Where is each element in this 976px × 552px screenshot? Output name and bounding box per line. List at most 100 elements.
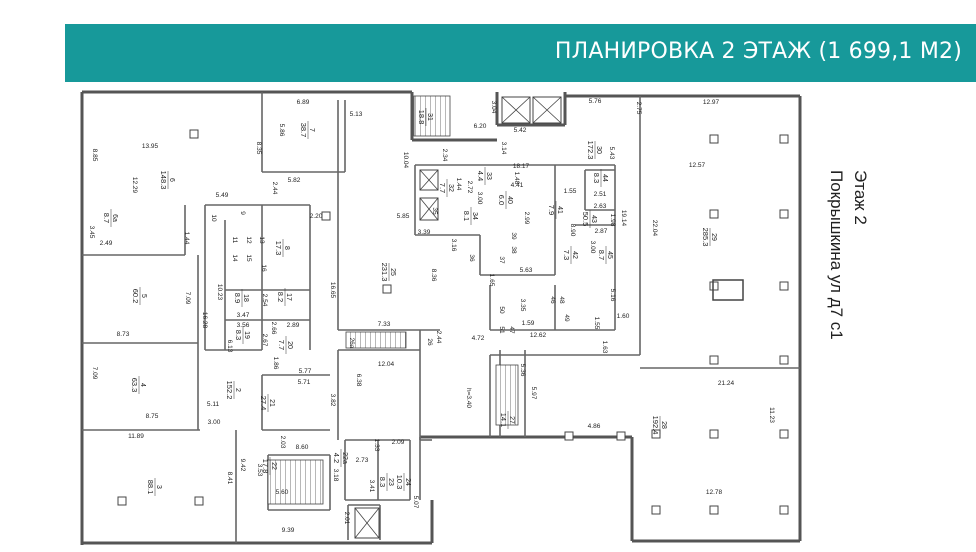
fixtures bbox=[117, 95, 789, 539]
room-area: 8.3 bbox=[234, 330, 243, 340]
dimension-label: 6.38 bbox=[355, 374, 362, 387]
elevator-shaft bbox=[532, 96, 562, 124]
room-number: 14 bbox=[231, 254, 238, 262]
dimension-label: 6.20 bbox=[474, 123, 487, 130]
room-number: 43 bbox=[590, 215, 597, 223]
dimension-label: 8.41 bbox=[226, 472, 233, 485]
dimension-label: 3.39 bbox=[418, 229, 431, 236]
room-number: 49 bbox=[563, 314, 570, 322]
room-number: 45 bbox=[606, 251, 613, 259]
column bbox=[779, 505, 789, 515]
column bbox=[194, 496, 204, 506]
room-number: 3 bbox=[155, 485, 162, 489]
dimension-label: 11.89 bbox=[128, 433, 144, 440]
dimension-label: 5.42 bbox=[514, 127, 527, 134]
dimension-label: 3.45 bbox=[88, 226, 95, 239]
dimension-label: 2.51 bbox=[594, 191, 607, 198]
room-number: 16 bbox=[260, 264, 267, 272]
column bbox=[709, 355, 719, 365]
room-number: 42 bbox=[571, 251, 578, 259]
room-number: 25 bbox=[389, 268, 396, 276]
dimension-label: 5.86 bbox=[278, 124, 285, 137]
room-number: 48 bbox=[558, 296, 565, 304]
column bbox=[382, 284, 392, 294]
room-number: 11 bbox=[231, 237, 238, 244]
room-label: 406.0 bbox=[497, 191, 513, 209]
room-number: 32 bbox=[447, 184, 454, 192]
room-number: 29 bbox=[710, 233, 717, 241]
room-label: 6а8.7 bbox=[102, 209, 118, 227]
column bbox=[779, 429, 789, 439]
room-number: 26а bbox=[348, 338, 355, 349]
dimension-label: 5.85 bbox=[397, 213, 410, 220]
dimension-label: 4.41 bbox=[511, 182, 524, 189]
room-area: 172.3 bbox=[586, 141, 595, 160]
room-label: 238.3 bbox=[378, 473, 394, 491]
room-label: 207.7 bbox=[277, 336, 293, 354]
room-number: 34 bbox=[471, 212, 478, 220]
dimension-label: 3.47 bbox=[237, 312, 250, 319]
dimension-label: 2.09 bbox=[392, 439, 405, 446]
staircase bbox=[495, 364, 519, 426]
dimension-label: 2.75 bbox=[635, 102, 642, 115]
dimension-label: 8.75 bbox=[146, 413, 159, 420]
column bbox=[321, 211, 331, 221]
room-label: 388.1 bbox=[146, 478, 162, 496]
dimension-label: 1.55 bbox=[593, 317, 600, 330]
room-number: 40 bbox=[506, 196, 513, 204]
dimension-label: 3.41 bbox=[368, 480, 375, 493]
dimension-label: 6.89 bbox=[297, 99, 310, 106]
room-number: 35 bbox=[431, 207, 438, 215]
room-number: 39 bbox=[510, 232, 517, 240]
dimension-label: 2.44 bbox=[435, 331, 442, 344]
dimension-label: 4.86 bbox=[588, 423, 601, 430]
room-number: 23 bbox=[387, 478, 394, 486]
dimension-label: 5.63 bbox=[520, 267, 533, 274]
dimension-label: 10.04 bbox=[402, 152, 409, 169]
room-area: 4.2 bbox=[332, 453, 341, 463]
dimension-label: 2.66 bbox=[270, 322, 277, 335]
room-area: 152.2 bbox=[225, 381, 234, 400]
room-number: 12 bbox=[245, 236, 252, 244]
dimension-label: 3.14 bbox=[500, 142, 507, 155]
room-area: 192.4 bbox=[651, 416, 660, 435]
room-area: 27.4 bbox=[259, 396, 268, 411]
room-area: 7.3 bbox=[562, 250, 571, 260]
room-area: 8.7 bbox=[597, 250, 606, 260]
room-number: 47 bbox=[508, 326, 515, 334]
dimension-label: 3.53 bbox=[256, 464, 263, 477]
room-number: 37 bbox=[498, 256, 505, 264]
room-area: 50.5 bbox=[581, 212, 590, 227]
dimension-label: 1.48 bbox=[513, 172, 520, 185]
dimension-label: 2.99 bbox=[523, 212, 530, 225]
dimension-label: 7.33 bbox=[378, 321, 391, 328]
room-number: 46 bbox=[549, 296, 556, 304]
dimension-label: 22.04 bbox=[651, 220, 658, 237]
dimension-label: 5.36 bbox=[519, 364, 526, 377]
dimension-label: 2.49 bbox=[100, 240, 113, 247]
dimension-label: 2.03 bbox=[279, 436, 286, 449]
room-number: 2 bbox=[234, 388, 241, 392]
dimension-label: 5.13 bbox=[350, 111, 363, 118]
dimension-label: 7.09 bbox=[91, 367, 98, 380]
room-area: 60.2 bbox=[131, 289, 140, 304]
column bbox=[709, 209, 719, 219]
room-area: 7.7 bbox=[438, 183, 447, 193]
dimension-label: 3.00 bbox=[476, 192, 483, 205]
column bbox=[779, 281, 789, 291]
room-area: 285.3 bbox=[701, 228, 710, 247]
dimension-label: 6.13 bbox=[226, 340, 233, 353]
dimension-label: 5.77 bbox=[299, 368, 312, 375]
dimension-label: 5.82 bbox=[288, 177, 301, 184]
elevator-shaft bbox=[419, 169, 439, 191]
dimension-label: 1.65 bbox=[488, 274, 495, 287]
room-label: 817.3 bbox=[274, 239, 290, 257]
dimension-label: 1.55 bbox=[564, 188, 577, 195]
dimension-label: 2.72 bbox=[466, 181, 473, 194]
elevator-shaft bbox=[354, 507, 380, 539]
